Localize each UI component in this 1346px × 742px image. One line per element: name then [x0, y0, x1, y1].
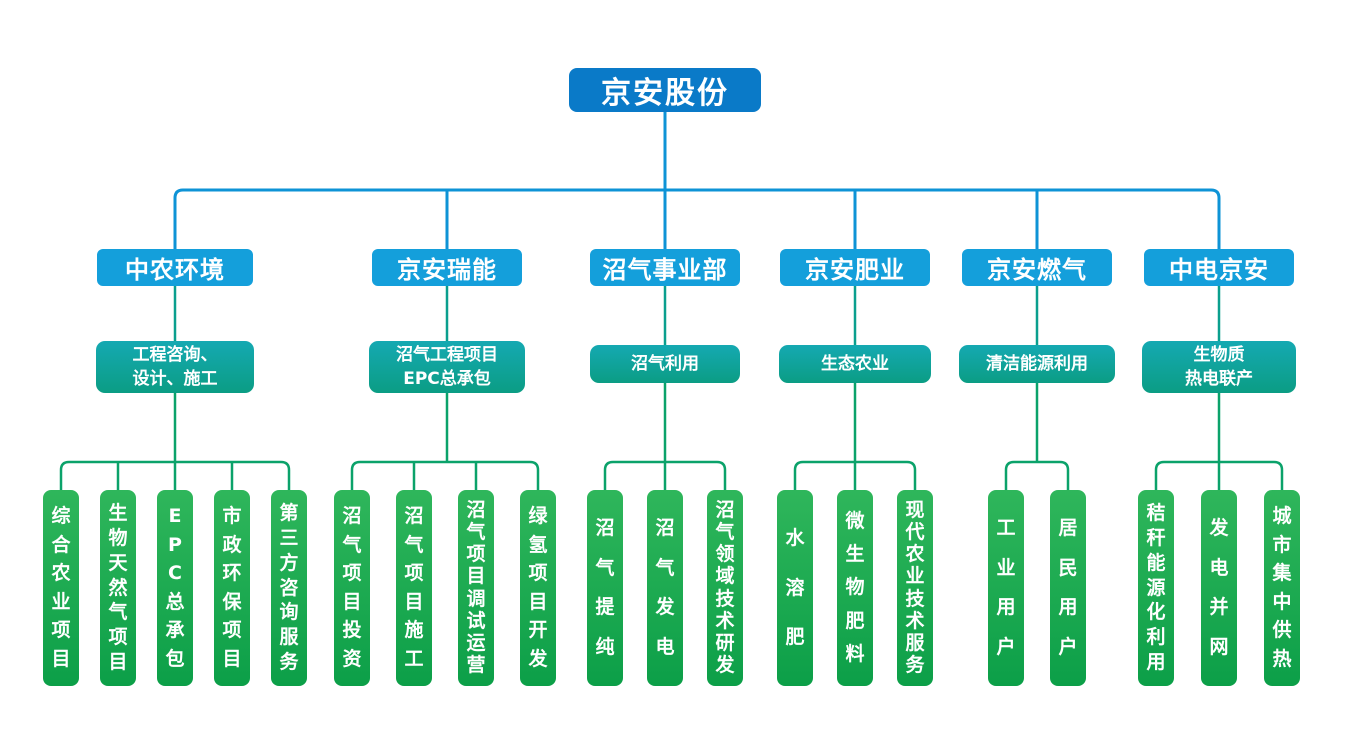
connector-scope-stems: [173, 286, 1221, 345]
scope-label: 沼气工程项目 EPC总承包: [396, 345, 498, 389]
scope-label: 沼气利用: [631, 354, 699, 374]
division-node-3: 沼气事业部: [590, 249, 740, 286]
connector-division-drops: [445, 190, 1039, 249]
business-label: 沼气项目调试运营: [466, 499, 486, 676]
business-node: 水溶肥: [777, 490, 813, 686]
connector-group5-bracket: [1004, 383, 1070, 490]
scope-label: 生态农业: [821, 354, 889, 374]
division-node-6: 中电京安: [1144, 249, 1294, 286]
business-label: 沼气项目投资: [342, 505, 362, 670]
scope-node-2: 沼气工程项目 EPC总承包: [369, 341, 525, 393]
business-node: 居民用户: [1050, 490, 1086, 686]
business-label: 工业用户: [996, 516, 1016, 659]
business-label: 微生物肥料: [845, 510, 865, 665]
business-node: 秸秆能源化利用: [1138, 490, 1174, 686]
division-label: 京安肥业: [805, 256, 905, 284]
business-node: 微生物肥料: [837, 490, 873, 686]
division-label: 京安燃气: [987, 256, 1087, 284]
business-label: 城市集中供热: [1272, 505, 1292, 670]
business-node: 现代农业技术服务: [897, 490, 933, 686]
business-label: 沼气发电: [655, 516, 675, 659]
scope-node-3: 沼气利用: [590, 345, 740, 383]
business-label: 秸秆能源化利用: [1146, 501, 1166, 674]
business-label: 发电并网: [1209, 516, 1229, 659]
business-node: 综合农业项目: [43, 490, 79, 686]
org-root-node: 京安股份: [569, 68, 761, 112]
business-label: 综合农业项目: [51, 505, 71, 670]
business-label: 沼气提纯: [595, 516, 615, 659]
business-node: 第三方咨询服务: [271, 490, 307, 686]
business-node: 沼气提纯: [587, 490, 623, 686]
connector-group3-bracket: [603, 383, 727, 490]
connector-group6-bracket: [1154, 393, 1284, 490]
connector-group1-bracket: [59, 393, 291, 490]
scope-label: 工程咨询、 设计、施工: [132, 345, 218, 389]
division-node-5: 京安燃气: [962, 249, 1112, 286]
business-label: 沼气领域技术研发: [715, 499, 735, 676]
business-label: 沼气项目施工: [404, 505, 424, 670]
business-label: 水溶肥: [785, 526, 805, 649]
scope-node-1: 工程咨询、 设计、施工: [96, 341, 254, 393]
division-label: 中电京安: [1169, 256, 1269, 284]
business-node: 市政环保项目: [214, 490, 250, 686]
org-root-label: 京安股份: [601, 76, 729, 111]
division-node-4: 京安肥业: [780, 249, 930, 286]
scope-node-4: 生态农业: [779, 345, 931, 383]
business-node: 城市集中供热: [1264, 490, 1300, 686]
business-node: 沼气项目施工: [396, 490, 432, 686]
business-label: 第三方咨询服务: [279, 501, 299, 674]
business-label: 生物天然气项目: [108, 501, 128, 674]
business-node: 沼气项目调试运营: [458, 490, 494, 686]
scope-label: 清洁能源利用: [986, 354, 1088, 374]
business-label: 绿氢项目开发: [528, 505, 548, 670]
business-node: 沼气项目投资: [334, 490, 370, 686]
connector-group2-bracket: [350, 393, 540, 490]
scope-label: 生物质 热电联产: [1185, 345, 1253, 389]
business-node: 沼气发电: [647, 490, 683, 686]
division-label: 中农环境: [125, 256, 225, 284]
division-label: 京安瑞能: [397, 256, 497, 284]
scope-node-6: 生物质 热电联产: [1142, 341, 1296, 393]
business-node: 沼气领域技术研发: [707, 490, 743, 686]
division-label: 沼气事业部: [602, 256, 728, 284]
business-label: 市政环保项目: [222, 505, 242, 670]
business-label: 居民用户: [1058, 516, 1078, 659]
scope-node-5: 清洁能源利用: [959, 345, 1115, 383]
division-node-1: 中农环境: [97, 249, 253, 286]
connector-group4-bracket: [793, 383, 917, 490]
business-node: 发电并网: [1201, 490, 1237, 686]
business-node: 绿氢项目开发: [520, 490, 556, 686]
business-node: 工业用户: [988, 490, 1024, 686]
business-label: 现代农业技术服务: [905, 499, 925, 676]
division-node-2: 京安瑞能: [372, 249, 522, 286]
connector-division-bar: [173, 188, 1221, 249]
business-node: 生物天然气项目: [100, 490, 136, 686]
